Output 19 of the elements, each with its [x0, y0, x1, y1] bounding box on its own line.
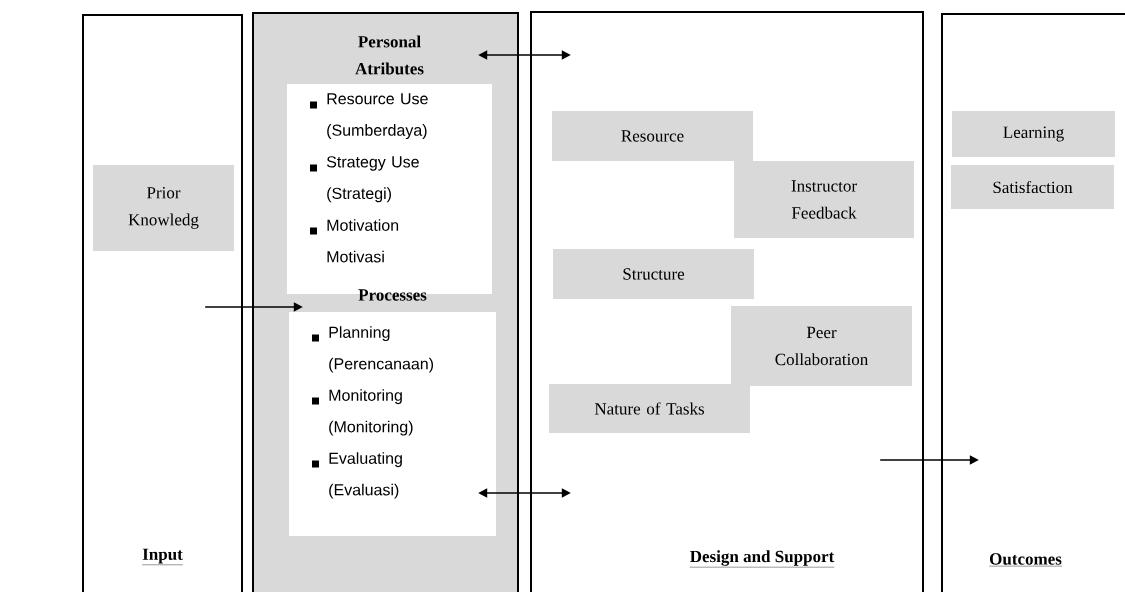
column-heading: Input: [142, 548, 183, 565]
factor-box: Satisfaction: [951, 165, 1114, 209]
panel-heading: Personal Atributes: [355, 35, 424, 75]
list-item: Resource Use (Sumberdaya): [310, 93, 428, 140]
list-item: Monitoring (Monitoring): [312, 389, 413, 436]
list-item: Motivation Motivasi: [310, 219, 399, 263]
list-item: Strategy Use (Strategi): [310, 156, 419, 203]
factor-box: Learning: [952, 111, 1115, 157]
factor-box: Structure: [553, 249, 754, 299]
factor-box: Resource: [552, 111, 753, 161]
factor-box: Peer Collaboration: [731, 306, 912, 386]
column-heading: Outcomes: [988, 553, 1063, 567]
factor-box: Instructor Feedback: [734, 161, 914, 238]
factor-box: Nature of Tasks: [549, 384, 750, 433]
panel-heading: Processes: [358, 289, 427, 301]
list-item: Evaluating (Evaluasi): [312, 452, 402, 499]
column-heading: Design and Support: [689, 550, 835, 568]
factor-box: Prior Knowledg: [93, 165, 234, 251]
list-item: Planning (Perencanaan): [312, 326, 434, 373]
